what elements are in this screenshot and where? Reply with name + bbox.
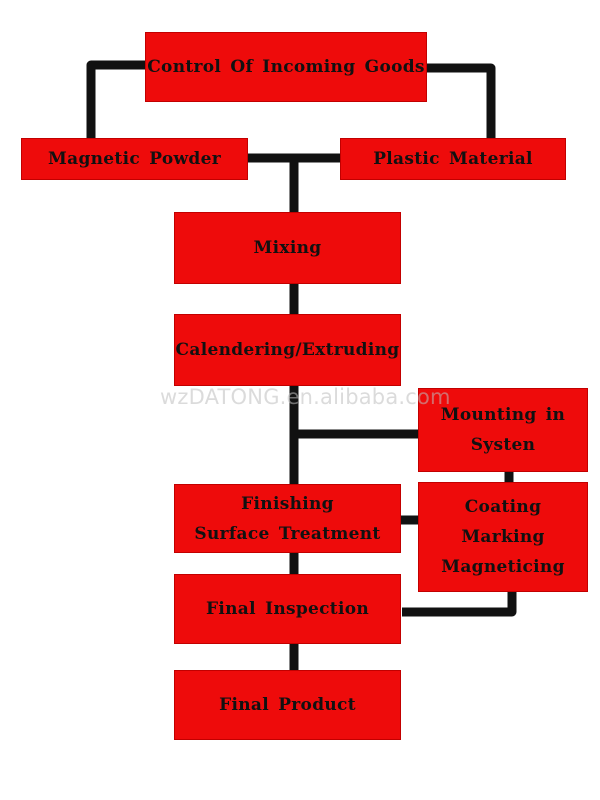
node-mounting-in-system: Mounting in Systen: [418, 388, 588, 472]
node-label: Final Product: [219, 695, 356, 715]
node-label: Plastic Material: [373, 149, 533, 169]
node-final-inspection: Final Inspection: [174, 574, 401, 644]
node-finishing-surface-treatment: Finishing Surface Treatment: [174, 484, 401, 553]
node-label-line-1: Finishing: [241, 493, 334, 514]
connector-incoming-to-magnetic-powder: [86, 60, 145, 138]
node-label-line-2: Surface Treatment: [194, 523, 381, 544]
node-label: Magnetic Powder: [48, 149, 221, 169]
watermark-text: wzDATONG.en.alibaba.com: [160, 385, 451, 409]
node-magnetic-powder: Magnetic Powder: [21, 138, 248, 180]
node-coating-marking-magneticing: Coating Marking Magneticing: [418, 482, 588, 592]
connector-incoming-to-plastic-material: [427, 63, 496, 138]
node-label: Calendering/Extruding: [175, 340, 400, 360]
node-label: Final Inspection: [205, 599, 370, 619]
node-mixing: Mixing: [174, 212, 401, 284]
node-label: Mixing: [253, 238, 322, 258]
node-control-of-incoming-goods: Control Of Incoming Goods: [145, 32, 427, 102]
connector-coating-to-final-inspection: [402, 592, 517, 617]
node-label-line-1: Mounting in: [440, 405, 566, 425]
node-label-line-1: Coating: [464, 497, 542, 517]
node-label-line-2: Marking: [461, 527, 545, 547]
node-calendering-extruding: Calendering/Extruding: [174, 314, 401, 386]
node-final-product: Final Product: [174, 670, 401, 740]
node-plastic-material: Plastic Material: [340, 138, 566, 180]
node-label-line-3: Magneticing: [441, 557, 565, 577]
node-label-line-2: Systen: [470, 435, 536, 455]
node-label: Control Of Incoming Goods: [147, 57, 425, 77]
